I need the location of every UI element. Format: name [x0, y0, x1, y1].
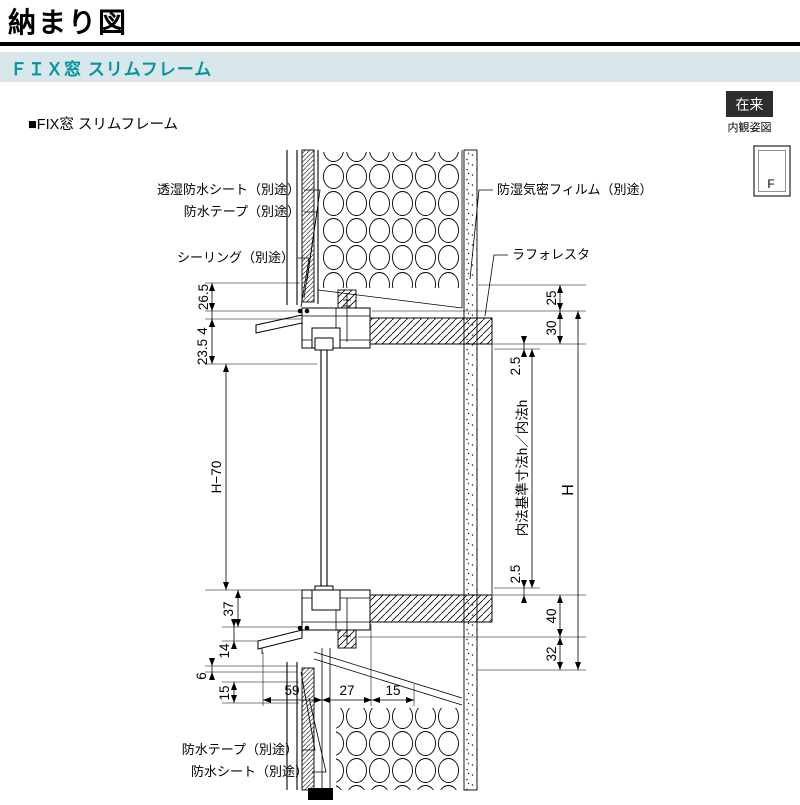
callout-moisture-sheet: 透湿防水シート（別途）: [157, 182, 300, 197]
sealing-dot: [304, 625, 310, 631]
insulation-bottom: [336, 708, 460, 790]
dim-left-23-5: 23.5: [195, 339, 210, 365]
dim-right-30: 30: [544, 320, 559, 335]
dim-right-40: 40: [544, 608, 559, 623]
sealing-dot: [304, 308, 310, 314]
callouts: 透湿防水シート（別途） 防水テープ（別途） シーリング（別途） 防湿気密フィルム…: [157, 182, 653, 779]
dim-left-26-5: 26.5: [196, 284, 211, 310]
callout-sealing: シーリング（別途）: [177, 250, 294, 265]
construction-tag: 在来: [726, 91, 773, 117]
banner-label: ＦＩＸ窓 スリムフレーム: [10, 59, 213, 79]
callout-sheet-bottom: 防水シート（別途）: [191, 764, 308, 779]
dim-left-4: 4: [195, 327, 210, 335]
window-type-letter: F: [767, 177, 774, 191]
callout-vapor-film: 防湿気密フィルム（別途）: [497, 182, 652, 197]
dim-left-h70: H−70: [209, 461, 224, 494]
insulation-top: [322, 152, 460, 288]
section-heading: ■FIX窓 スリムフレーム: [28, 115, 178, 133]
dim-right-25: 25: [544, 290, 559, 305]
dim-left-15: 15: [217, 685, 232, 700]
window-elevation-icon: F: [753, 145, 791, 197]
view-caption: 内観姿図: [728, 120, 772, 134]
page-title-bar: 納まり図: [0, 0, 800, 46]
dim-right-uchinori: 内法基準寸法h／内法h: [514, 400, 530, 537]
detail-drawing: 在来 内観姿図 F ■FIX窓 スリムフレーム: [28, 91, 791, 800]
wall-section-bottom: [286, 662, 460, 791]
interior-casing-laforesta: [369, 317, 493, 623]
dim-right-2-5-top: 2.5: [508, 357, 523, 376]
wall-section-top: [286, 149, 463, 309]
glazing: [314, 337, 334, 599]
dim-bottom-27: 27: [339, 683, 354, 698]
wall-below-frame: [308, 648, 463, 800]
dim-right-32: 32: [544, 646, 559, 661]
window-frame-bottom: [257, 589, 371, 654]
dim-right-h: H: [560, 484, 577, 496]
dimension-lines: [209, 283, 581, 703]
callout-laforesta: ラフォレスタ: [512, 247, 590, 262]
dim-bottom-59: 59: [284, 683, 299, 698]
dimension-texts: 26.5 4 23.5 H−70 37 14 6 15 59 27 15 25 …: [194, 284, 577, 701]
dim-left-14: 14: [217, 643, 232, 659]
interior-board: [463, 149, 478, 791]
page-title: 納まり図: [8, 7, 129, 38]
dim-bottom-15: 15: [385, 683, 400, 698]
dim-right-2-5-bottom: 2.5: [508, 565, 523, 584]
banner: ＦＩＸ窓 スリムフレーム: [0, 52, 800, 82]
dim-left-6: 6: [194, 672, 209, 680]
construction-tag-label: 在来: [736, 97, 764, 113]
dim-left-37: 37: [221, 601, 236, 616]
sill-flashing: [257, 629, 303, 650]
callout-tape-bottom: 防水テープ（別途）: [182, 742, 298, 757]
callout-tape-top: 防水テープ（別途）: [184, 204, 300, 219]
